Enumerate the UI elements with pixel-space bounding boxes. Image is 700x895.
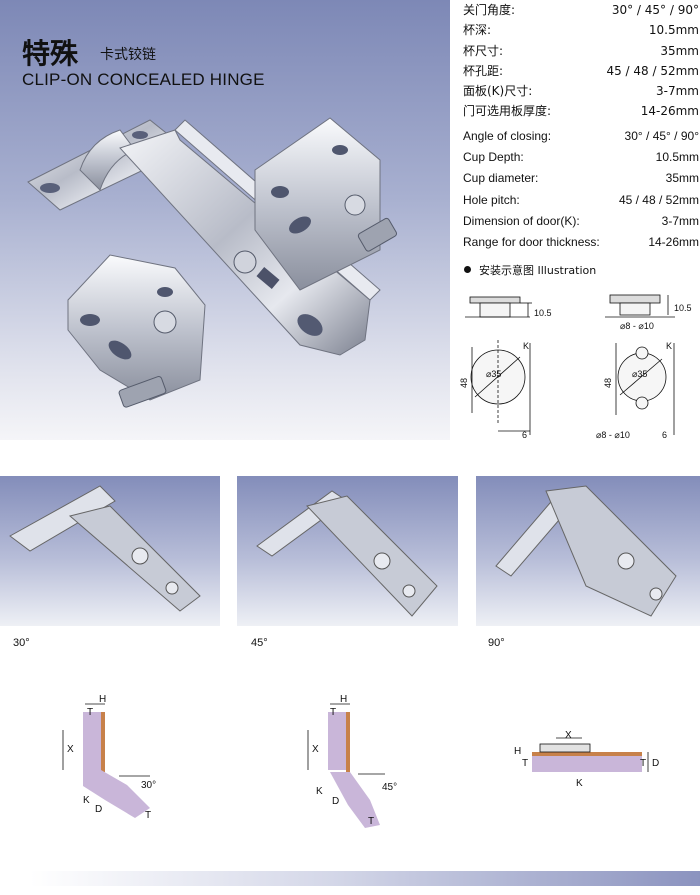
spec-value: 30° / 45° / 90° (611, 3, 699, 17)
k-label: K (523, 341, 529, 351)
spec-label: Cup Depth: (463, 150, 524, 165)
diagram-angle-label: 45° (382, 782, 397, 793)
spec-label: 杯深: (463, 23, 492, 38)
diagram-h-label: H (99, 694, 106, 705)
illustration-heading-text: 安装示意图 Illustration (479, 264, 597, 277)
spec-label: 门可选用板厚度: (463, 104, 552, 119)
diagram-x-label: X (565, 730, 572, 741)
hinge-30-photo (0, 476, 220, 626)
spec-row: 门可选用板厚度: 14-26mm (463, 101, 699, 121)
diagram-30: H T X K D 30° T (62, 694, 156, 821)
diagram-h-label: H (340, 694, 347, 705)
hero-photo-panel: 特殊 卡式铰链 CLIP-ON CONCEALED HINGE (0, 0, 450, 440)
spec-label: 关门角度: (463, 3, 516, 17)
spec-value: 14-26mm (648, 234, 699, 249)
diagram-k-label: K (316, 786, 323, 797)
installation-drawings: 10.5 10.5 ⌀8 - ⌀10 ⌀35 48 K 6 ⌀35 48 K ⌀… (459, 294, 692, 440)
angle-label-90: 90° (488, 637, 505, 649)
spec-row: 杯深: 10.5mm (463, 20, 699, 40)
spec-value: 35mm (665, 171, 699, 186)
cup-diameter-label-right: ⌀35 (632, 369, 647, 379)
spec-value: 45 / 48 / 52mm (606, 63, 699, 78)
edge-label-right: 6 (662, 430, 667, 440)
page-subtitle-cn: 卡式铰链 (100, 47, 156, 63)
diagram-d-label: D (95, 804, 102, 815)
pitch-label-right: 48 (603, 378, 613, 388)
diagram-d-label: D (652, 758, 659, 769)
diagram-t2-label: T (145, 810, 151, 821)
spec-label: Cup diameter: (463, 171, 539, 186)
cup-side-view-right: 10.5 ⌀8 - ⌀10 (605, 294, 692, 331)
diagram-x-label: X (67, 744, 74, 755)
dowel-diameter-label-bottom: ⌀8 - ⌀10 (596, 430, 630, 440)
diagram-t-label: T (87, 707, 93, 718)
angle-label-30: 30° (13, 637, 30, 649)
diagram-45: H T X K D 45° T (307, 694, 397, 828)
spec-value: 30° / 45° / 90° (624, 129, 699, 143)
diagram-k-label: K (576, 778, 583, 789)
spec-label: 杯尺寸: (463, 43, 504, 58)
diagram-t-label: T (330, 707, 336, 718)
page-title-en: CLIP-ON CONCEALED HINGE (22, 70, 265, 89)
diagram-k-label: K (83, 795, 90, 806)
diagram-t2-label: T (640, 758, 646, 769)
spec-value: 3-7mm (656, 84, 699, 99)
spec-row: Cup diameter: 35mm (463, 168, 699, 189)
edge-label: 6 (522, 430, 527, 440)
pitch-label: 48 (459, 378, 469, 388)
cup-diameter-label: ⌀35 (486, 369, 501, 379)
diagram-d-label: D (332, 796, 339, 807)
spec-value: 10.5mm (648, 23, 699, 38)
spec-row: 面板(K)尺寸: 3-7mm (463, 81, 699, 101)
diagram-angle-label: 30° (141, 780, 156, 791)
spec-label: Range for door thickness: (463, 234, 600, 249)
spec-table-en: Angle of closing: 30° / 45° / 90° Cup Dep… (463, 126, 699, 253)
spec-value: 3-7mm (661, 213, 699, 228)
cup-top-view-right: ⌀35 48 K ⌀8 - ⌀10 6 (596, 341, 675, 440)
hinge-45-image (256, 490, 438, 617)
cup-depth-label: 10.5 (534, 308, 552, 318)
spec-row: Angle of closing: 30° / 45° / 90° (463, 126, 699, 147)
illustration-heading: 安装示意图 Illustration (464, 262, 596, 278)
diagram-90: X H T K T D (514, 730, 659, 789)
spec-row: Dimension of door(K): 3-7mm (463, 211, 699, 232)
spec-label: Dimension of door(K): (463, 213, 580, 228)
bullet-icon (464, 266, 471, 273)
k-label-right: K (666, 341, 672, 351)
spec-row: 杯尺寸: 35mm (463, 41, 699, 61)
spec-label: 杯孔距: (463, 63, 504, 78)
page-title-cn: 特殊 (22, 37, 79, 70)
cup-side-view-left: 10.5 (465, 296, 552, 318)
spec-value: 10.5mm (655, 150, 699, 165)
angle-label-45: 45° (251, 637, 268, 649)
hinge-90-image (495, 485, 677, 617)
spec-row: 杯孔距: 45 / 48 / 52mm (463, 61, 699, 81)
diagram-x-label: X (312, 744, 319, 755)
cup-top-view-left: ⌀35 48 K 6 (459, 340, 531, 440)
dowel-diameter-label: ⌀8 - ⌀10 (620, 321, 654, 331)
hinge-90-photo (476, 476, 700, 626)
spec-row: 关门角度: 30° / 45° / 90° (463, 0, 699, 20)
diagram-t-label: T (522, 758, 528, 769)
spec-row: Range for door thickness: 14-26mm (463, 232, 699, 253)
footer-gradient-bar (30, 871, 700, 886)
spec-table-cn: 关门角度:30° / 45° / 90° 杯深:10.5mm 杯尺寸:35mm … (463, 0, 699, 122)
hinge-product-photo (27, 117, 397, 408)
cup-depth-label-right: 10.5 (674, 303, 692, 313)
hinge-45-photo (237, 476, 458, 626)
spec-value: 35mm (660, 43, 699, 58)
spec-value: 45 / 48 / 52mm (618, 192, 699, 207)
spec-label: Hole pitch: (463, 192, 520, 207)
spec-row: Hole pitch: 45 / 48 / 52mm (463, 190, 699, 211)
spec-row: Cup Depth: 10.5mm (463, 147, 699, 168)
spec-label: 面板(K)尺寸: (463, 84, 533, 99)
diagram-h-label: H (514, 746, 521, 757)
hinge-30-image (9, 485, 201, 612)
spec-value: 14-26mm (640, 104, 699, 119)
diagram-t2-label: T (368, 816, 374, 827)
spec-label: Angle of closing: (463, 129, 552, 143)
